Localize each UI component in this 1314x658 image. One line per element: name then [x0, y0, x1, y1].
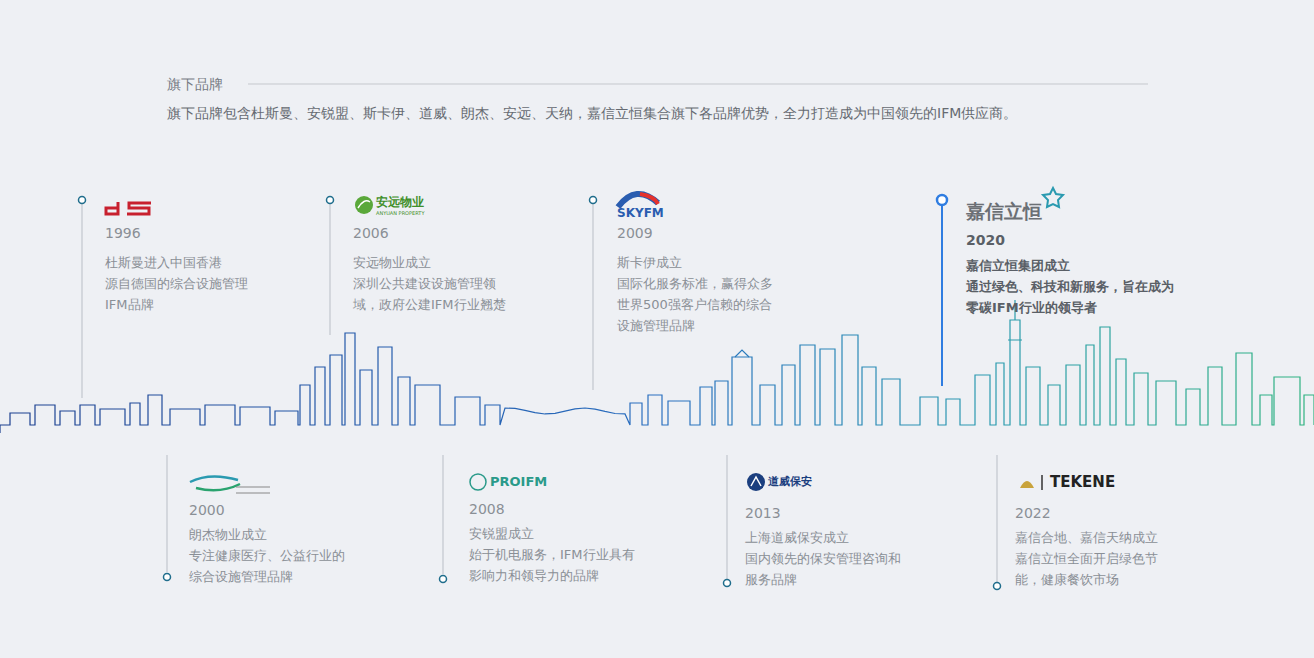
year: 2006: [353, 223, 389, 244]
tekene-logo: [1020, 475, 1042, 490]
anyuan-logo: [355, 196, 373, 214]
entry-heading: 嘉信立恒集团成立: [966, 255, 1176, 276]
entry-heading: 杜斯曼进入中国香港: [105, 252, 265, 273]
entry-heading: 安远物业成立: [353, 252, 518, 273]
entry-body: 国内领先的保安管理咨询和服务品牌: [745, 548, 910, 590]
leader-lines: [82, 204, 997, 582]
logo-text: ANYUAN PROPERTY: [376, 210, 424, 216]
entry-body: 深圳公共建设设施管理领域，政府公建IFM行业翘楚: [353, 273, 518, 315]
entry-body: 通过绿色、科技和新服务，旨在成为零碳IFM行业的领导者: [966, 276, 1176, 318]
proifm-logo: [470, 474, 486, 490]
timeline-dots: [79, 195, 1001, 590]
logo-text: TEKENE: [1050, 473, 1115, 491]
logo-text: PROIFM: [490, 474, 547, 490]
entry-heading: 朗杰物业成立: [189, 524, 354, 545]
entry-body: 嘉信立恒全面开启绿色节能，健康餐饮市场: [1015, 548, 1180, 590]
entry-body: 国际化服务标准，赢得众多世界500强客户信赖的综合设施管理品牌: [617, 273, 779, 336]
logo-text: 道威保安: [768, 474, 812, 490]
star-logo: [1043, 188, 1063, 207]
entry-heading: 斯卡伊成立: [617, 252, 779, 273]
year: 2020: [966, 230, 1005, 251]
daowei-logo: [747, 473, 765, 491]
year: 2000: [189, 500, 225, 521]
entry-body: 专注健康医疗、公益行业的综合设施管理品牌: [189, 545, 354, 587]
logo-text: SKYFM: [617, 206, 664, 220]
year: 2013: [745, 503, 781, 524]
skyfm-logo: [618, 194, 658, 207]
entry-heading: 安锐盟成立: [469, 523, 639, 544]
year: 2022: [1015, 503, 1051, 524]
skyline-outline: [0, 320, 1314, 433]
langjie-logo: [190, 476, 270, 493]
year: 2008: [469, 499, 505, 520]
section-title: 旗下品牌: [167, 74, 223, 95]
intro-text: 旗下品牌包含杜斯曼、安锐盟、斯卡伊、道威、朗杰、安远、天纳，嘉信立恒集合旗下各品…: [167, 103, 1017, 124]
logo-text: 嘉信立恒: [966, 199, 1042, 223]
entry-heading: 嘉信合地、嘉信天纳成立: [1015, 527, 1180, 548]
entry-body: 始于机电服务，IFM行业具有影响力和领导力的品牌: [469, 544, 639, 586]
ds-logo: [106, 202, 151, 214]
year: 1996: [105, 223, 141, 244]
title-rule: [248, 84, 1148, 85]
entry-body: 源自德国的综合设施管理 IFM品牌: [105, 273, 265, 315]
entry-heading: 上海道威保安成立: [745, 527, 910, 548]
year: 2009: [617, 223, 653, 244]
logo-text: 安远物业: [376, 196, 424, 209]
